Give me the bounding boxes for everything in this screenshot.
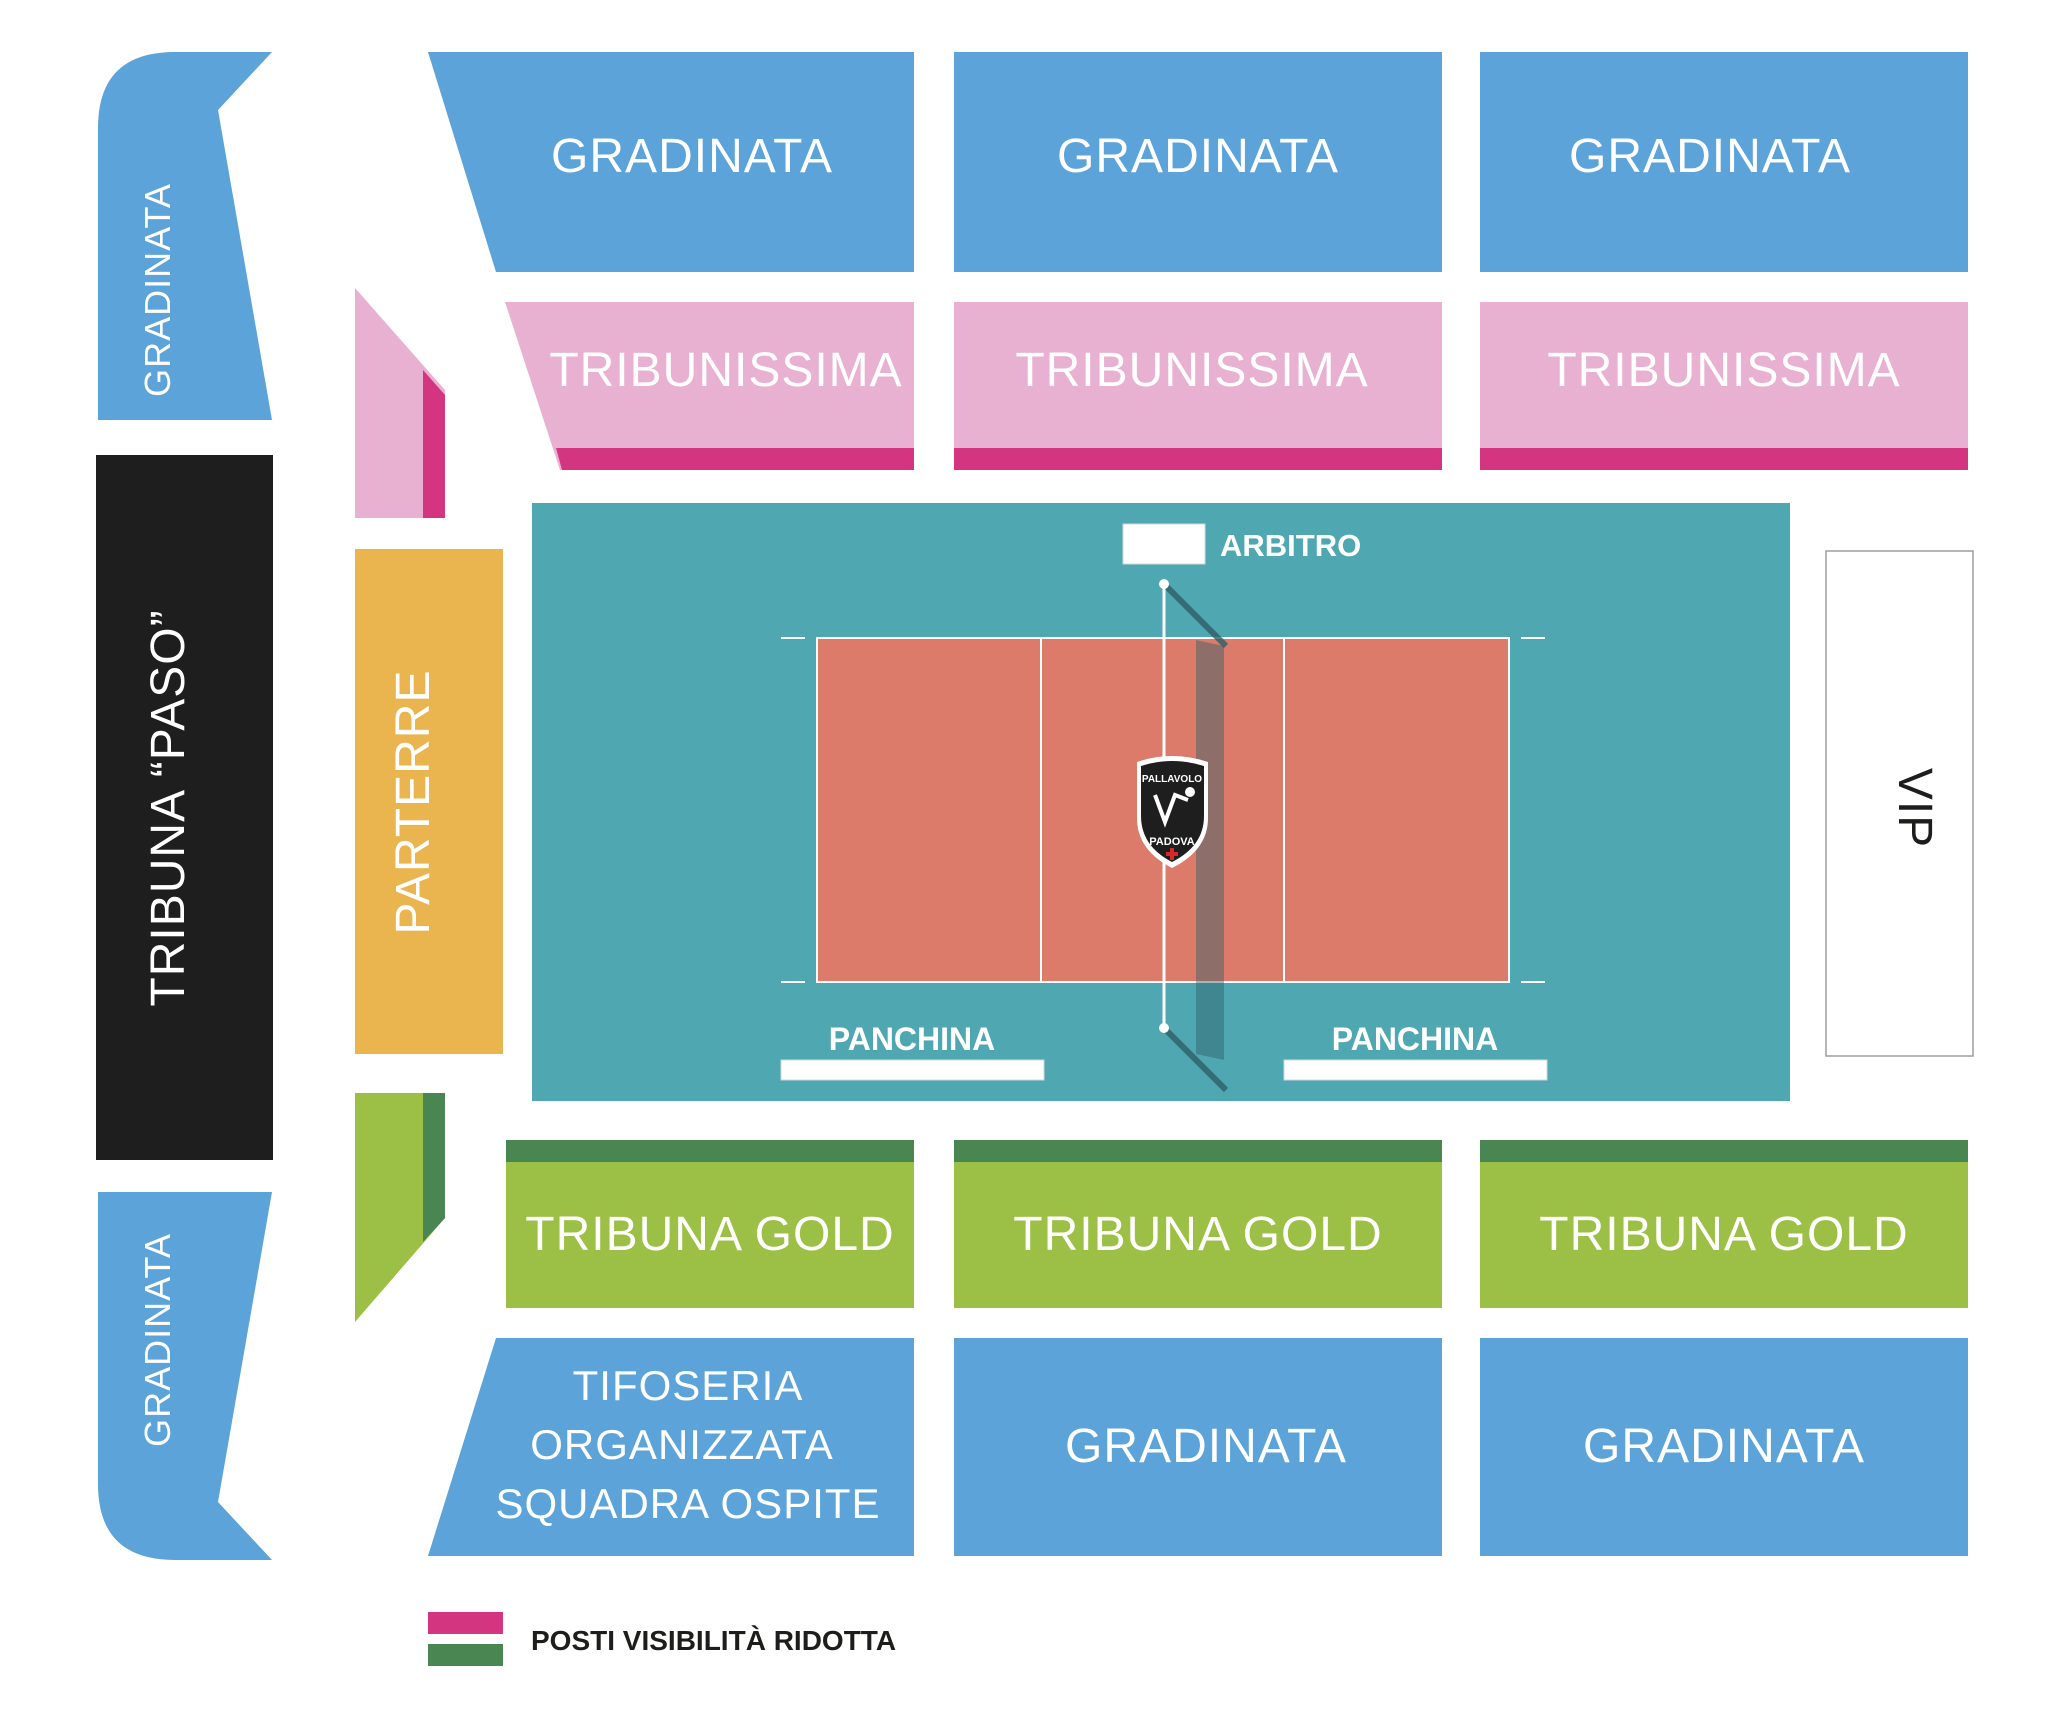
section-label: GRADINATA [137, 1233, 178, 1447]
section-label: TRIBUNISSIMA [1015, 344, 1368, 397]
section-label: GRADINATA [1065, 1420, 1347, 1473]
section-label: GRADINATA [137, 183, 178, 397]
section-tribuna-gold-1[interactable]: TRIBUNA GOLD [506, 1140, 914, 1308]
section-tribunissima-corner[interactable] [355, 288, 445, 518]
pallavolo-padova-logo: PALLAVOLO PADOVA [1137, 756, 1208, 868]
section-label-line3: SQUADRA OSPITE [495, 1480, 880, 1527]
section-label: TRIBUNA GOLD [1539, 1208, 1908, 1261]
panchina-right-label: PANCHINA [1332, 1021, 1499, 1057]
logo-bottom-text: PADOVA [1149, 836, 1194, 848]
section-gradinata-top-3[interactable]: GRADINATA [1480, 52, 1968, 272]
panchina-left-bench [780, 1059, 1045, 1081]
section-label: TRIBUNA GOLD [1013, 1208, 1382, 1261]
section-label: GRADINATA [1583, 1420, 1865, 1473]
section-tribuna-gold-3[interactable]: TRIBUNA GOLD [1480, 1140, 1968, 1308]
logo-top-text: PALLAVOLO [1142, 774, 1202, 785]
section-tribunissima-2[interactable]: TRIBUNISSIMA [954, 302, 1442, 470]
court-area: ARBITRO PALLAVOLO PADOVA PANCHINA [532, 503, 1790, 1101]
section-label: GRADINATA [551, 130, 833, 183]
legend-swatch-pink [428, 1612, 503, 1634]
section-label: PARTERRE [387, 670, 440, 935]
arbitro-box [1122, 523, 1206, 565]
section-tribunissima-1[interactable]: TRIBUNISSIMA [505, 302, 914, 470]
section-gradinata-top-2[interactable]: GRADINATA [954, 52, 1442, 272]
legend-label: POSTI VISIBILITÀ RIDOTTA [531, 1625, 896, 1656]
section-vip[interactable]: VIP [1825, 550, 1974, 1057]
section-tribuna-paso[interactable]: TRIBUNA “PASO” [96, 455, 273, 1160]
section-gradinata-left-bottom[interactable]: GRADINATA [98, 1192, 272, 1560]
section-label: TRIBUNA GOLD [525, 1208, 894, 1261]
legend-swatch-green [428, 1644, 503, 1666]
section-gradinata-top-1[interactable]: GRADINATA [428, 52, 914, 272]
section-parterre[interactable]: PARTERRE [355, 549, 503, 1054]
section-tribuna-gold-2[interactable]: TRIBUNA GOLD [954, 1140, 1442, 1308]
section-gradinata-left-top[interactable]: GRADINATA [98, 52, 272, 420]
section-label: TRIBUNISSIMA [1547, 344, 1900, 397]
section-label: GRADINATA [1057, 130, 1339, 183]
section-label-line1: TIFOSERIA [573, 1362, 804, 1409]
section-label: TRIBUNA “PASO” [142, 609, 195, 1006]
net-shadow [1196, 640, 1224, 1060]
section-gradinata-bottom-2[interactable]: GRADINATA [954, 1338, 1442, 1556]
section-gradinata-bottom-3[interactable]: GRADINATA [1480, 1338, 1968, 1556]
panchina-right-bench [1283, 1059, 1548, 1081]
section-label-line2: ORGANIZZATA [530, 1421, 833, 1468]
panchina-left-label: PANCHINA [829, 1021, 996, 1057]
section-label: TRIBUNISSIMA [549, 344, 902, 397]
section-tifoseria-ospite[interactable]: TIFOSERIA ORGANIZZATA SQUADRA OSPITE [428, 1338, 914, 1556]
section-gold-corner[interactable] [355, 1093, 445, 1322]
arbitro-label: ARBITRO [1220, 528, 1361, 563]
section-label: VIP [1888, 768, 1941, 848]
legend: POSTI VISIBILITÀ RIDOTTA [428, 1612, 896, 1666]
section-label: GRADINATA [1569, 130, 1851, 183]
section-tribunissima-3[interactable]: TRIBUNISSIMA [1480, 302, 1968, 470]
